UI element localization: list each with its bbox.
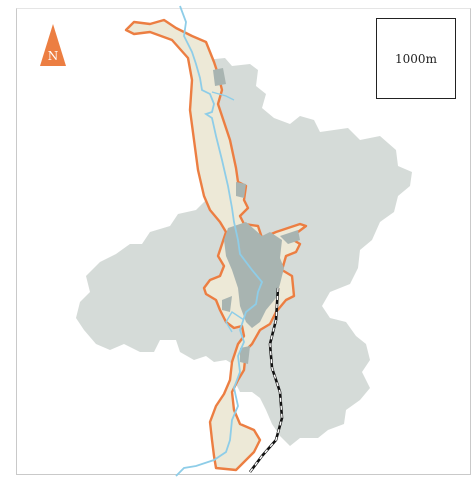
- urban-patch: [280, 230, 300, 244]
- urban-patch: [213, 68, 226, 86]
- scale-box: 1000m: [376, 18, 456, 99]
- north-label: N: [47, 49, 59, 63]
- north-arrow-icon: [40, 24, 66, 66]
- river-branch: [211, 91, 235, 101]
- urban-patch: [240, 346, 250, 364]
- scale-label: 1000m: [395, 51, 437, 66]
- north-arrow: N: [40, 24, 66, 66]
- urban-patch: [236, 182, 246, 198]
- railway-icon: [248, 287, 284, 473]
- urban-patch: [222, 296, 232, 312]
- river-branch: [225, 311, 245, 333]
- river: [175, 5, 264, 477]
